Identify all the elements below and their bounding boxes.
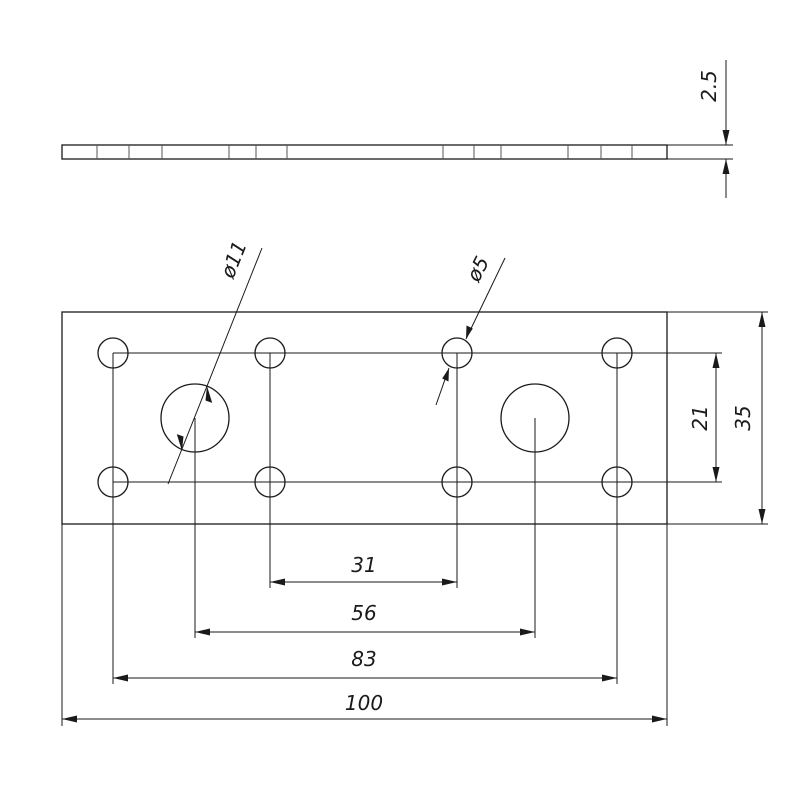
dimension-100-label: 100 [345, 691, 383, 715]
dimension-31: 31 [270, 553, 457, 586]
small-holes [97, 337, 633, 498]
large-hole-callout: ø11 [167, 237, 263, 485]
side-view: 2.5 [61, 60, 733, 198]
dimension-100: 100 [62, 691, 667, 723]
small-hole-callout: ø5 [435, 252, 506, 406]
height-inner-label: 21 [688, 405, 712, 430]
dimension-83-label: 83 [351, 647, 376, 671]
height-inner-dimension: 21 [688, 353, 720, 482]
height-outer-dimension: 35 [731, 312, 766, 524]
plate-outline [61, 311, 668, 525]
dimension-56: 56 [195, 601, 535, 636]
small-hole-label: ø5 [461, 252, 494, 286]
dimension-31-label: 31 [351, 553, 376, 577]
dimension-83: 83 [113, 647, 617, 682]
front-view: ø11 ø5 21 35 31 [61, 237, 768, 726]
height-outer-label: 35 [731, 405, 755, 430]
side-view-plate [61, 144, 668, 160]
thickness-dimension: 2.5 [697, 60, 730, 198]
large-hole-label: ø11 [215, 237, 252, 282]
side-view-hidden-lines [96, 145, 633, 159]
large-holes [160, 383, 570, 453]
dimension-56-label: 56 [351, 601, 376, 625]
thickness-label: 2.5 [697, 70, 721, 102]
